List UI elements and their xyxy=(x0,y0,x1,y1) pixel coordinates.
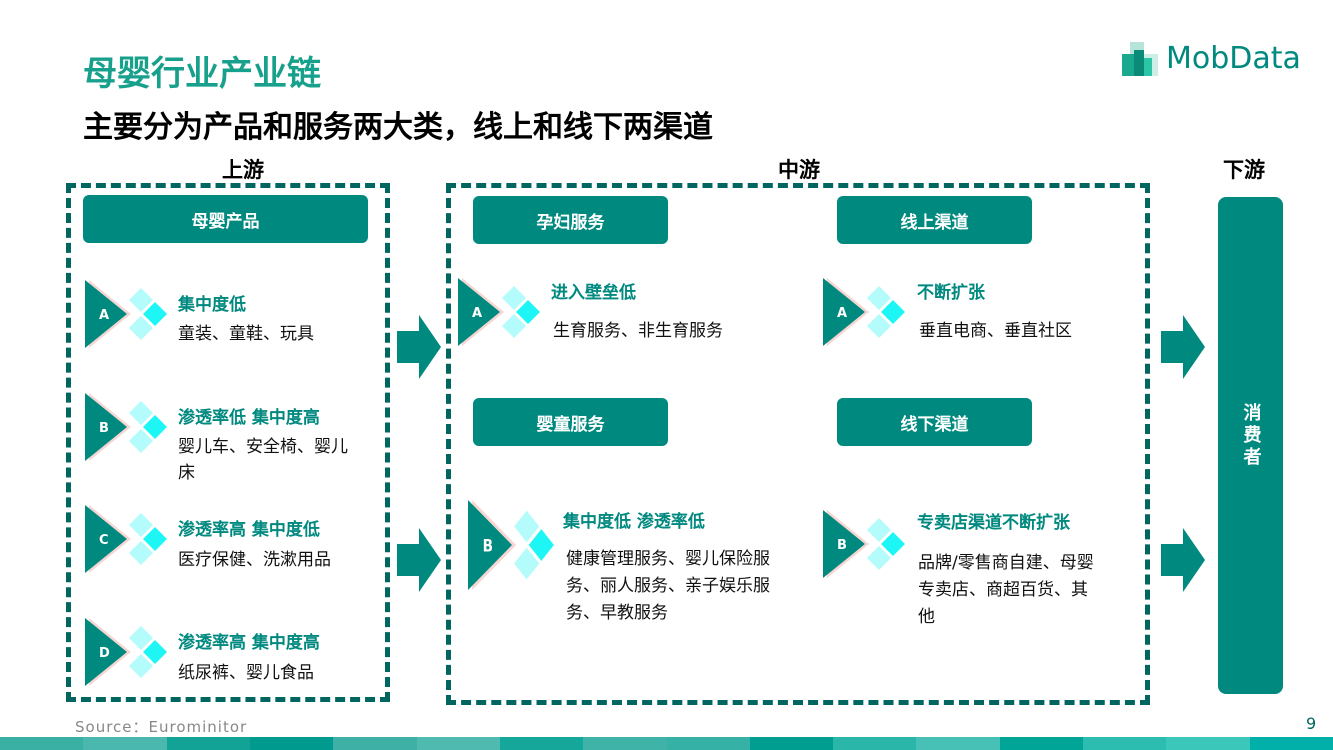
right-arrow-icon xyxy=(1161,315,1205,379)
svg-text:B: B xyxy=(483,536,493,556)
midstream-box xyxy=(446,183,1150,705)
footer-strip xyxy=(0,737,1333,750)
item-text: 医疗保健、洗漱用品 xyxy=(178,550,331,570)
strip-segment xyxy=(1166,737,1250,750)
item-text: 婴儿车、安全椅、婴儿床 xyxy=(178,437,348,483)
pregnant-services-button[interactable]: 孕妇服务 xyxy=(473,196,668,244)
triangle-diamond-icon: D xyxy=(85,618,167,686)
item-text: 童装、童鞋、玩具 xyxy=(178,324,314,344)
item-heading: 集中度低 渗透率低 xyxy=(563,512,705,532)
mobdata-logo: MobData xyxy=(1120,40,1301,76)
child-item: B xyxy=(468,500,556,594)
stage-midstream: 中游 xyxy=(778,158,820,182)
source-note: Source：Eurominitor xyxy=(75,718,248,736)
offline-item: B xyxy=(823,510,907,582)
stage-upstream: 上游 xyxy=(222,158,264,182)
right-arrow-icon xyxy=(397,528,441,592)
item-heading: 渗透率低 集中度高 xyxy=(178,408,320,428)
item-text: 生育服务、非生育服务 xyxy=(553,321,723,341)
svg-text:A: A xyxy=(99,308,109,323)
upstream-box xyxy=(66,183,390,702)
strip-segment xyxy=(1083,737,1167,750)
item-heading: 渗透率高 集中度高 xyxy=(178,633,320,653)
strip-segment xyxy=(999,737,1084,750)
item-heading: 专卖店渠道不断扩张 xyxy=(917,513,1070,533)
triangle-diamond-icon: B xyxy=(468,500,554,590)
consumer-block: 消费者 xyxy=(1218,197,1283,694)
strip-segment xyxy=(583,737,667,750)
right-arrow-icon xyxy=(397,315,441,379)
triangle-diamond-icon: B xyxy=(85,393,167,461)
strip-segment xyxy=(83,737,167,750)
upstream-item-d: D xyxy=(85,618,169,690)
svg-text:A: A xyxy=(837,306,847,321)
item-heading: 渗透率高 集中度低 xyxy=(178,520,320,540)
item-text: 健康管理服务、婴儿保险服务、丽人服务、亲子娱乐服务、早教服务 xyxy=(566,549,770,623)
strip-segment xyxy=(916,737,1000,750)
stage-downstream: 下游 xyxy=(1223,158,1265,182)
item-text: 垂直电商、垂直社区 xyxy=(919,321,1072,341)
logo-text: MobData xyxy=(1166,40,1301,76)
svg-text:B: B xyxy=(837,538,847,553)
item-heading: 不断扩张 xyxy=(917,283,985,303)
building-icon xyxy=(1122,42,1158,76)
child-services-button[interactable]: 婴童服务 xyxy=(473,398,668,446)
page-subtitle: 主要分为产品和服务两大类，线上和线下两渠道 xyxy=(83,110,713,145)
svg-text:A: A xyxy=(472,306,482,321)
triangle-diamond-icon: B xyxy=(823,510,905,578)
item-heading: 进入壁垒低 xyxy=(551,283,636,303)
right-arrow-icon xyxy=(1161,528,1205,592)
upstream-item-b: B xyxy=(85,393,169,465)
strip-segment xyxy=(499,737,584,750)
triangle-diamond-icon: A xyxy=(823,278,905,346)
maternal-products-button[interactable]: 母婴产品 xyxy=(83,195,368,243)
triangle-diamond-icon: A xyxy=(458,278,540,346)
online-channel-button[interactable]: 线上渠道 xyxy=(837,196,1032,244)
strip-segment xyxy=(166,737,250,750)
strip-segment xyxy=(833,737,917,750)
strip-segment xyxy=(416,737,500,750)
strip-segment xyxy=(333,737,417,750)
item-heading: 集中度低 xyxy=(178,295,246,315)
triangle-diamond-icon: C xyxy=(85,505,167,573)
strip-segment xyxy=(666,737,750,750)
item-text: 纸尿裤、婴儿食品 xyxy=(178,663,314,683)
strip-segment xyxy=(0,737,84,750)
upstream-item-c: C xyxy=(85,505,169,577)
strip-segment xyxy=(749,737,834,750)
online-item: A xyxy=(823,278,907,350)
offline-channel-button[interactable]: 线下渠道 xyxy=(837,398,1032,446)
page-number: 9 xyxy=(1306,714,1317,733)
strip-segment xyxy=(249,737,334,750)
pregnant-item: A xyxy=(458,278,542,350)
svg-text:B: B xyxy=(99,421,109,436)
page-title: 母婴行业产业链 xyxy=(83,54,321,94)
triangle-diamond-icon: A xyxy=(85,280,167,348)
item-text: 品牌/零售商自建、母婴专卖店、商超百货、其他 xyxy=(918,553,1094,627)
upstream-item-a: A xyxy=(85,280,169,352)
svg-text:C: C xyxy=(99,533,109,548)
svg-text:D: D xyxy=(99,646,110,661)
strip-segment xyxy=(1249,737,1333,750)
consumer-label: 消费者 xyxy=(1240,402,1262,469)
